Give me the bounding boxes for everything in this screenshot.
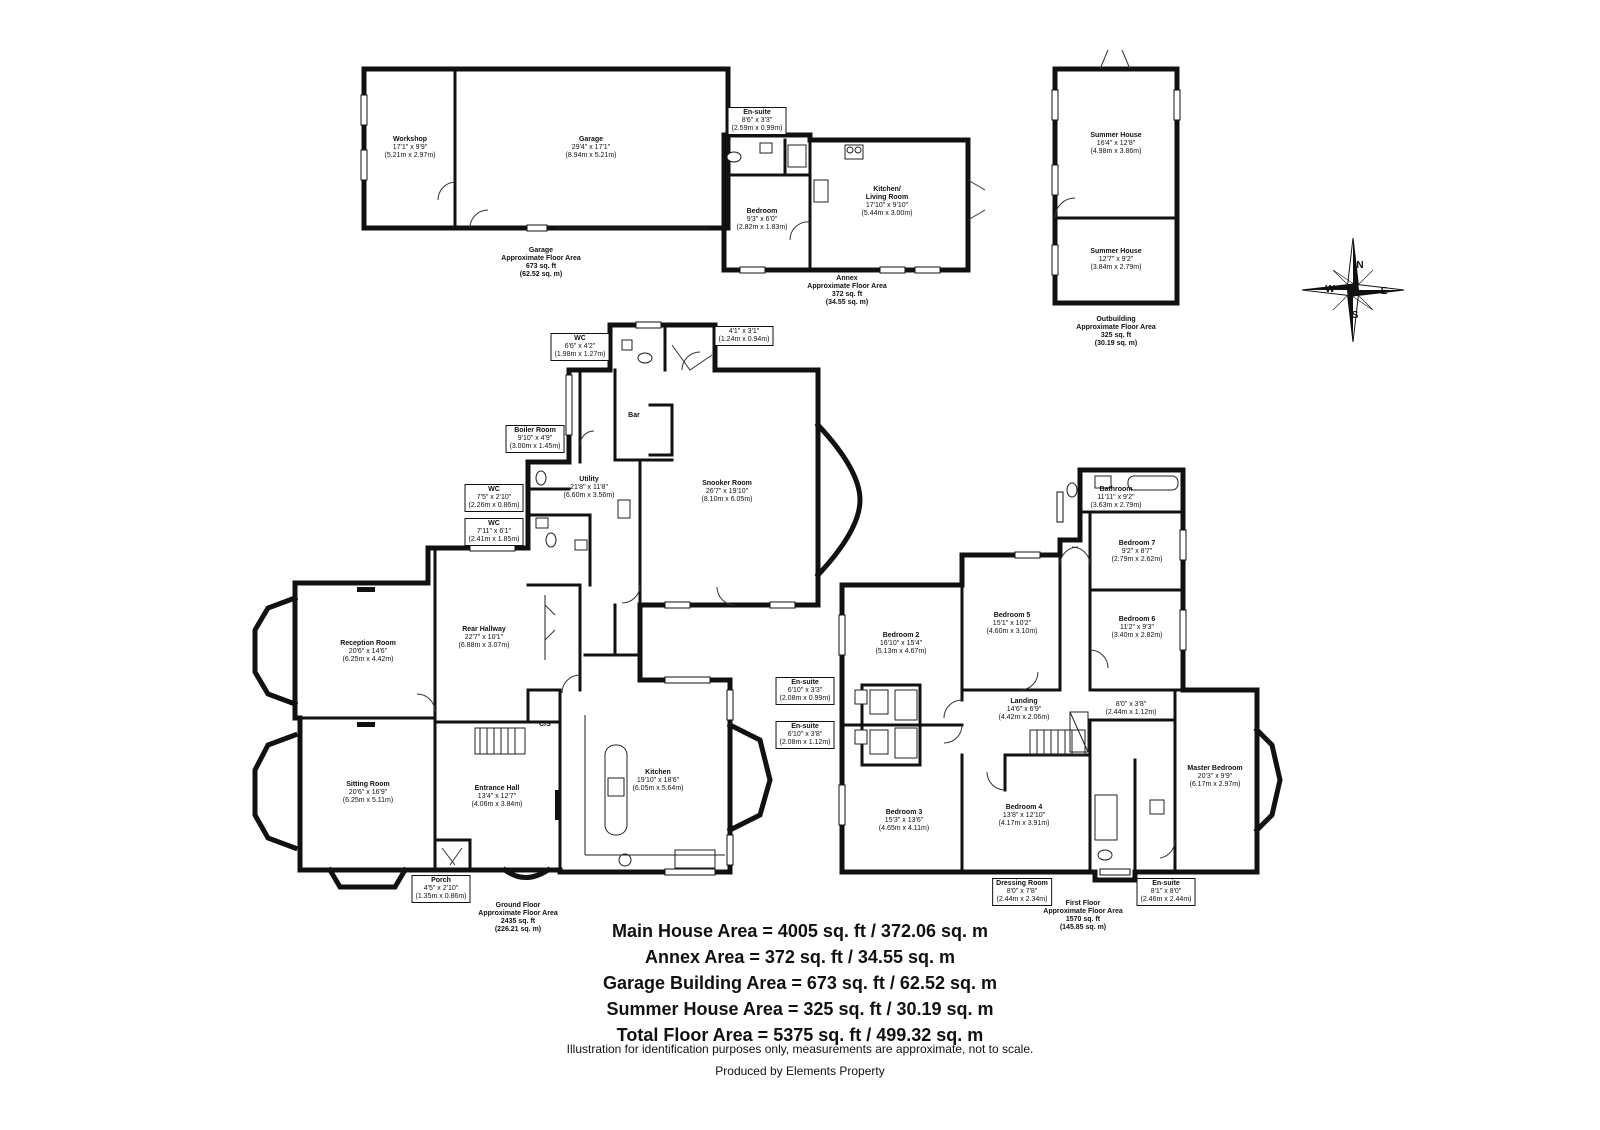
compass-rose: [1301, 237, 1405, 343]
total-floor-area: Total Floor Area = 5375 sq. ft / 499.32 …: [616, 1025, 984, 1045]
garage-building: [360, 66, 731, 232]
compass-south: S: [1351, 310, 1359, 321]
producer-credit: Produced by Elements Property: [715, 1064, 885, 1078]
compass-west: W: [1325, 284, 1335, 295]
room-label-store-first: 8'0" x 3'8"(2.44m x 1.12m): [1105, 701, 1157, 716]
first-stairs: [1029, 711, 1089, 756]
outbuilding: [1051, 49, 1181, 306]
total-annex: Annex Area = 372 sq. ft / 34.55 sq. m: [645, 947, 955, 967]
compass-north: N: [1356, 260, 1364, 271]
total-summer-house: Summer House Area = 325 sq. ft / 30.19 s…: [606, 999, 994, 1019]
room-label-store-top: 4'1" x 3'1"(1.24m x 0.94m): [714, 326, 774, 346]
annex-building: [721, 132, 986, 274]
ground-stairs: [474, 727, 526, 755]
room-label-cs: C/S: [539, 721, 551, 728]
total-main-house: Main House Area = 4005 sq. ft / 372.06 s…: [612, 921, 988, 941]
total-garage-building: Garage Building Area = 673 sq. ft / 62.5…: [603, 973, 997, 993]
ground-floor-plan: [252, 321, 863, 890]
room-label-bar: Bar: [628, 412, 640, 419]
area-totals: Main House Area = 4005 sq. ft / 372.06 s…: [0, 918, 1600, 1048]
disclaimer: Illustration for identification purposes…: [566, 1042, 1034, 1056]
first-floor-plan: [838, 467, 1283, 883]
compass-east: E: [1380, 286, 1388, 297]
